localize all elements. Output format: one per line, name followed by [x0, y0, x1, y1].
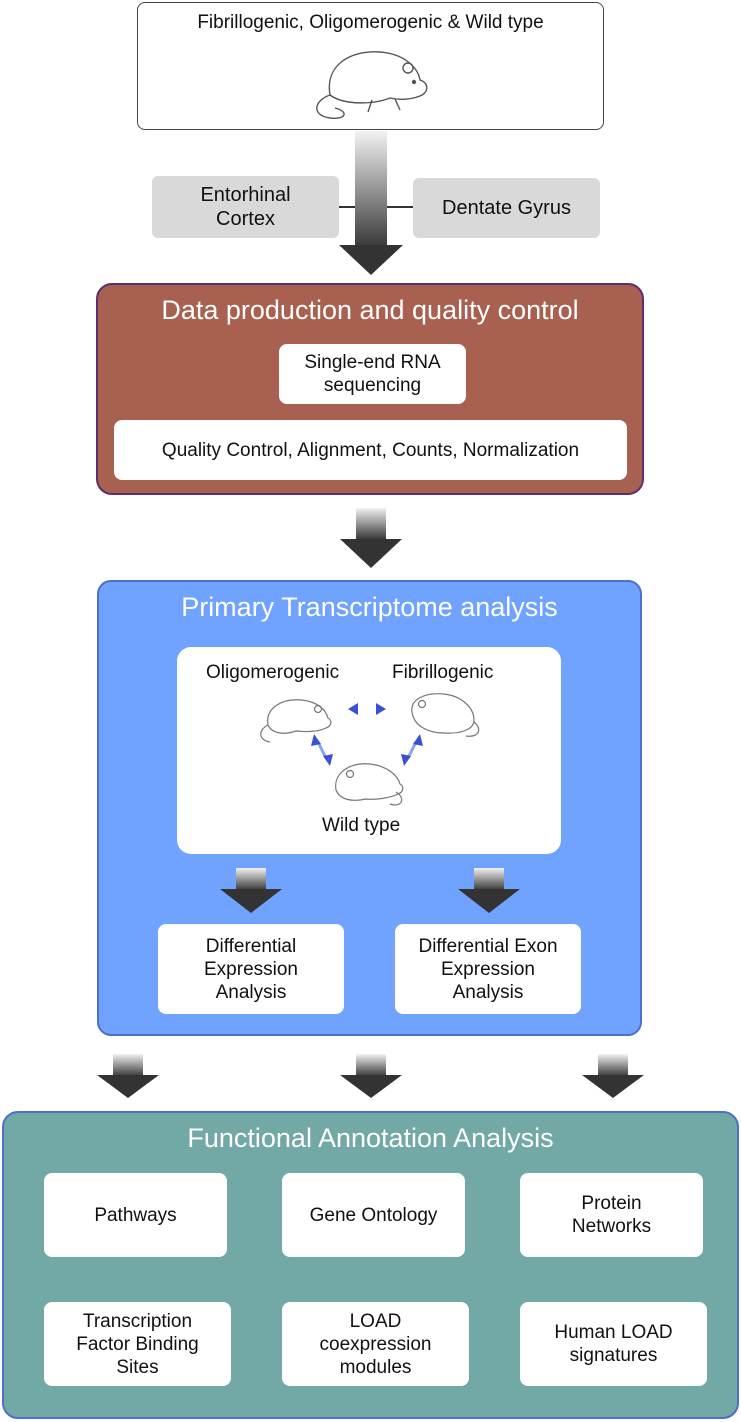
protein-networks-box: Protein Networks [520, 1173, 703, 1257]
pathways-box: Pathways [44, 1173, 227, 1257]
rna-sequencing-box: Single-end RNA sequencing [279, 344, 466, 404]
functional-annotation-title: Functional Annotation Analysis [187, 1123, 554, 1153]
wild-type-label: Wild type [322, 815, 401, 836]
load-coexpression-box: LOAD coexpression modules [282, 1302, 469, 1386]
connector-line-right [380, 206, 413, 208]
human-load-signatures-box: Human LOAD signatures [520, 1302, 707, 1386]
gene-ontology-box: Gene Ontology [282, 1173, 465, 1257]
fibrillogenic-label: Fibrillogenic [392, 662, 494, 683]
dentate-gyrus-box: Dentate Gyrus [413, 178, 600, 238]
primary-transcriptome-title: Primary Transcriptome analysis [181, 592, 558, 622]
tfbs-box: Transcription Factor Binding Sites [44, 1302, 231, 1386]
entorhinal-cortex-box: Entorhinal Cortex [152, 176, 339, 238]
data-production-title: Data production and quality control [161, 295, 579, 325]
differential-exon-expression-box: Differential Exon Expression Analysis [395, 924, 581, 1014]
quality-control-box: Quality Control, Alignment, Counts, Norm… [114, 420, 627, 480]
mouse-comparison-box [177, 647, 561, 854]
model-title: Fibrillogenic, Oligomerogenic & Wild typ… [197, 12, 544, 33]
differential-expression-box: Differential Expression Analysis [158, 924, 344, 1014]
oligomerogenic-label: Oligomerogenic [206, 662, 340, 683]
connector-line-left [339, 206, 361, 208]
